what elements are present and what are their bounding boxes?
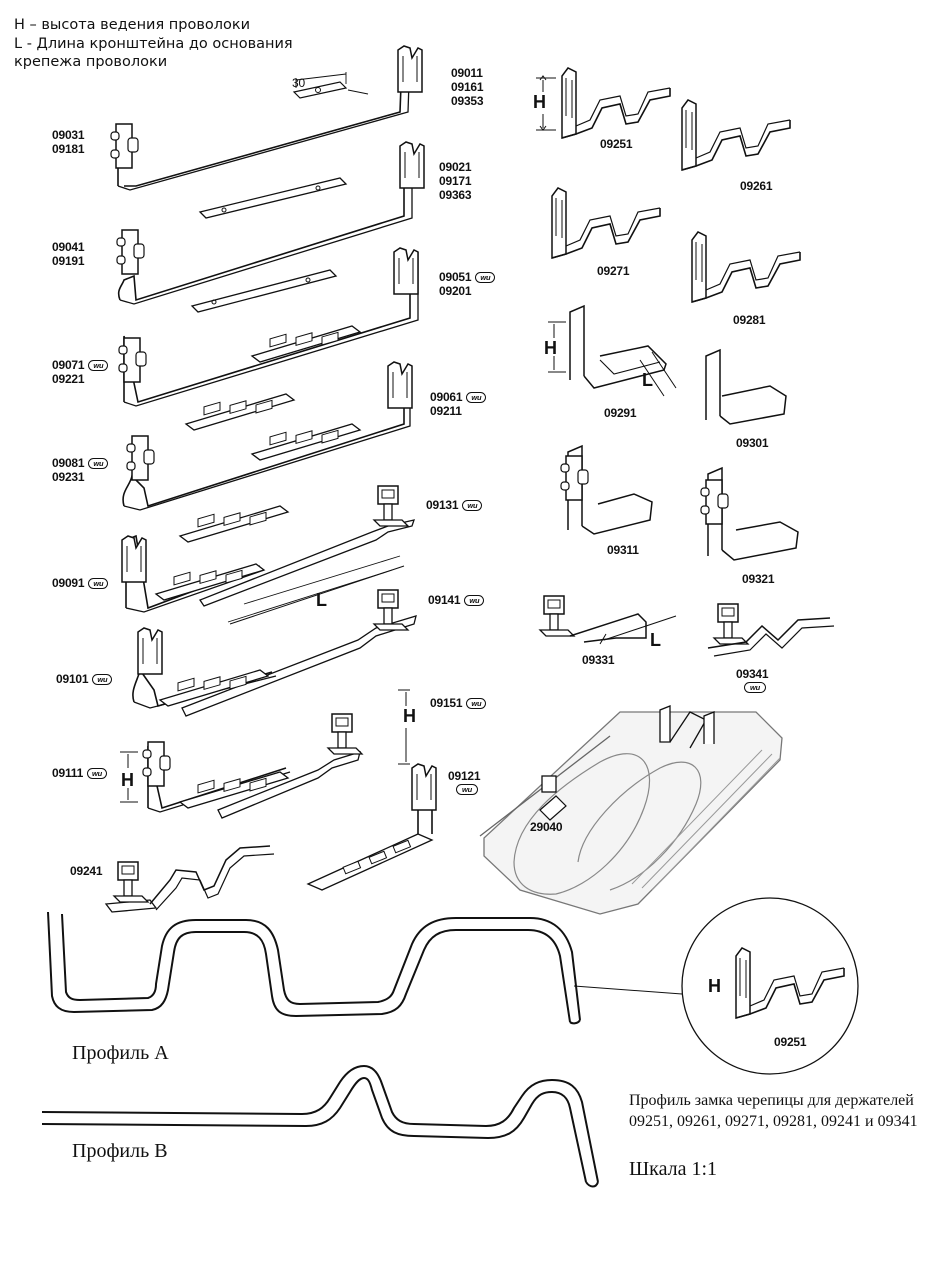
- bracket-09111: [142, 741, 291, 813]
- bracket-09041: [116, 141, 425, 305]
- code-09321: 09321: [742, 572, 775, 586]
- code-09251-detail: 09251: [774, 1035, 807, 1049]
- part-09271: [551, 187, 661, 259]
- part-09331: [539, 595, 647, 643]
- legend-h: H – высота ведения проволоки: [14, 17, 251, 33]
- dim-l-09331: L: [650, 630, 661, 650]
- dim-h-09251: H: [533, 92, 546, 112]
- code-09291: 09291: [604, 406, 637, 420]
- dim-h-09151: H: [403, 706, 416, 726]
- bracket-09081: [122, 361, 413, 511]
- dim-30: 30: [292, 76, 305, 90]
- strap-plain-1: [198, 177, 348, 219]
- part-09261: [681, 99, 791, 171]
- legend: H – высота ведения проволоки L - Длина к…: [14, 16, 314, 72]
- bracket-09031: [110, 45, 423, 191]
- bracket-09071: [118, 247, 419, 407]
- scale-label: Шкала 1:1: [629, 1158, 718, 1180]
- profile-caption: Профиль замка черепицы для держателей 09…: [629, 1090, 945, 1132]
- bracket-09241: [104, 845, 275, 913]
- dim-l-09141: L: [316, 590, 327, 610]
- bracket-09091: [121, 534, 265, 613]
- code-09241: 09241: [70, 864, 103, 878]
- dim-h-detail: H: [708, 976, 721, 996]
- profile-caption-line1: Профиль замка черепицы для держателей: [629, 1092, 914, 1109]
- code-29040: 29040: [530, 820, 563, 834]
- dim-h-09291: H: [544, 338, 557, 358]
- part-09311: [560, 444, 653, 535]
- legend-l: L - Длина кронштейна до основания крепеж…: [14, 35, 293, 71]
- part-09291: [569, 304, 667, 389]
- code-09331: 09331: [582, 653, 615, 667]
- code-09301: 09301: [736, 436, 769, 450]
- profile-b-label: Профиль В: [72, 1140, 168, 1162]
- code-09311: 09311: [607, 543, 639, 557]
- profile-a-curve: [47, 911, 581, 1025]
- bracket-09151: [217, 713, 363, 819]
- code-09271: 09271: [597, 264, 630, 278]
- detail-circle: [681, 897, 859, 1075]
- dim-l-09291: L: [642, 370, 653, 390]
- roof-tile-illustration: [479, 705, 783, 915]
- part-09251: [561, 67, 671, 139]
- profile-b-curve: [41, 1064, 599, 1188]
- strap-plain-2: [190, 269, 338, 313]
- part-09341: [707, 603, 835, 657]
- bracket-09121: [306, 763, 437, 891]
- part-09321: [700, 466, 799, 561]
- bracket-09141: [181, 589, 417, 717]
- profile-caption-line2: 09251, 09261, 09271, 09281, 09241 и 0934…: [629, 1113, 918, 1130]
- bracket-09101: [132, 627, 277, 709]
- dim-h-09111: H: [121, 770, 134, 790]
- code-09251: 09251: [600, 137, 633, 151]
- part-09281: [691, 231, 801, 303]
- part-09301: [705, 348, 787, 425]
- code-09281: 09281: [733, 313, 766, 327]
- profile-a-label: Профиль А: [72, 1042, 169, 1064]
- code-09261: 09261: [740, 179, 773, 193]
